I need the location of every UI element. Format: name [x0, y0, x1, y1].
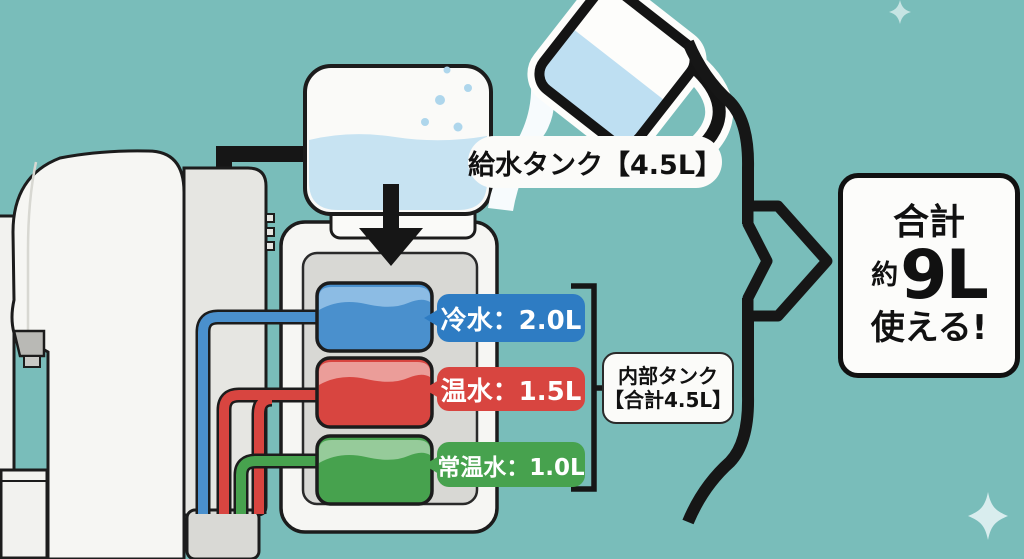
cold-tank — [315, 281, 434, 353]
internal-tank-label: 内部タンク 【合計4.5L】 — [602, 352, 734, 424]
supply-tank-label: 給水タンク【4.5L】 — [468, 136, 722, 188]
tubes — [195, 309, 320, 514]
supply-tank-illustration — [303, 64, 493, 216]
sparkle-icon-small — [889, 0, 911, 24]
merge-arrow-icon — [682, 39, 833, 525]
internal-tank-label-line1: 内部タンク — [618, 364, 718, 388]
water-dispenser-illustration — [0, 149, 275, 559]
ambient-water-label-text: 常温水：1.0L — [437, 454, 585, 481]
bubble-tail — [424, 380, 439, 398]
hot-water-label-text: 温水：1.5L — [440, 376, 582, 407]
ambient-tube — [236, 456, 320, 514]
ambient-tank — [315, 434, 434, 506]
internal-tank-label-line2: 【合計4.5L】 — [604, 388, 733, 412]
tube-base — [185, 508, 261, 559]
hot-tube — [219, 390, 320, 514]
bubble-tail — [424, 455, 439, 474]
hot-tank — [315, 356, 434, 429]
cold-water-label-text: 冷水：2.0L — [440, 305, 582, 336]
dispenser-spout — [12, 329, 46, 368]
total-prefix: 約 — [871, 260, 899, 292]
hot-water-label: 温水：1.5L — [424, 367, 585, 411]
total-line1: 合計 — [892, 201, 965, 243]
total-line3: 使える! — [870, 307, 988, 348]
sparkle-icon — [968, 492, 1008, 540]
total-value: 9L — [900, 235, 989, 315]
water-droplets — [421, 66, 472, 132]
cold-tube — [198, 312, 320, 514]
total-line2: 約 9L — [871, 235, 989, 315]
total-capacity-badge: 合計 約 9L 使える! — [838, 173, 1020, 378]
down-arrow-icon-2 — [359, 184, 423, 266]
bubble-tail — [424, 309, 439, 327]
ambient-water-label: 常温水：1.0L — [424, 442, 585, 487]
cold-water-label: 冷水：2.0L — [424, 294, 585, 342]
